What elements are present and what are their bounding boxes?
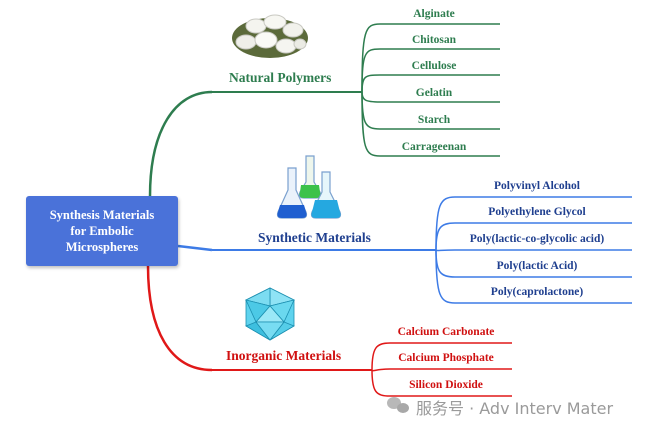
- leaf-polyvinyl-alcohol: Polyvinyl Alcohol: [494, 180, 580, 192]
- leaf-calcium-phosphate: Calcium Phosphate: [398, 352, 494, 364]
- flasks-icon: [276, 155, 342, 219]
- leaf-pla: Poly(lactic Acid): [496, 260, 578, 272]
- leaf-pcl: Poly(caprolactone): [490, 286, 584, 298]
- synthetic-leaf-connectors: [435, 196, 632, 304]
- inorganic-branch-connector: [146, 265, 213, 372]
- leaf-cellulose: Cellulose: [411, 60, 457, 72]
- leaf-carrageenan: Carrageenan: [401, 141, 467, 153]
- leaf-gelatin: Gelatin: [415, 87, 453, 99]
- natural-leaf-connectors: [361, 23, 500, 157]
- wechat-icon: [387, 397, 409, 413]
- natural-branch-connector: [148, 90, 213, 197]
- leaf-silicon-dioxide: Silicon Dioxide: [409, 379, 483, 391]
- central-topic-label: Synthesis Materials for Embolic Microsph…: [49, 208, 155, 254]
- icosahedron-icon: [244, 287, 296, 341]
- leaf-calcium-carbonate: Calcium Carbonate: [397, 326, 495, 338]
- watermark: 服务号 · Adv Interv Mater: [388, 395, 613, 419]
- synthetic-branch-connector: [177, 244, 213, 252]
- leaf-chitosan: Chitosan: [411, 34, 457, 46]
- leaf-starch: Starch: [417, 114, 451, 126]
- branch-synthetic-materials: Synthetic Materials: [258, 230, 371, 245]
- branch-inorganic-materials: Inorganic Materials: [226, 348, 342, 363]
- inorganic-leaf-connectors: [371, 342, 512, 397]
- branch-natural-polymers: Natural Polymers: [229, 70, 332, 85]
- watermark-text: 服务号 · Adv Interv Mater: [416, 399, 614, 418]
- leaf-alginate: Alginate: [413, 8, 455, 20]
- cocoon-image: [232, 14, 308, 58]
- central-topic: Synthesis Materials for Embolic Microsph…: [26, 196, 178, 266]
- leaf-plga: Poly(lactic-co-glycolic acid): [469, 233, 605, 245]
- leaf-polyethylene-glycol: Polyethylene Glycol: [488, 206, 586, 218]
